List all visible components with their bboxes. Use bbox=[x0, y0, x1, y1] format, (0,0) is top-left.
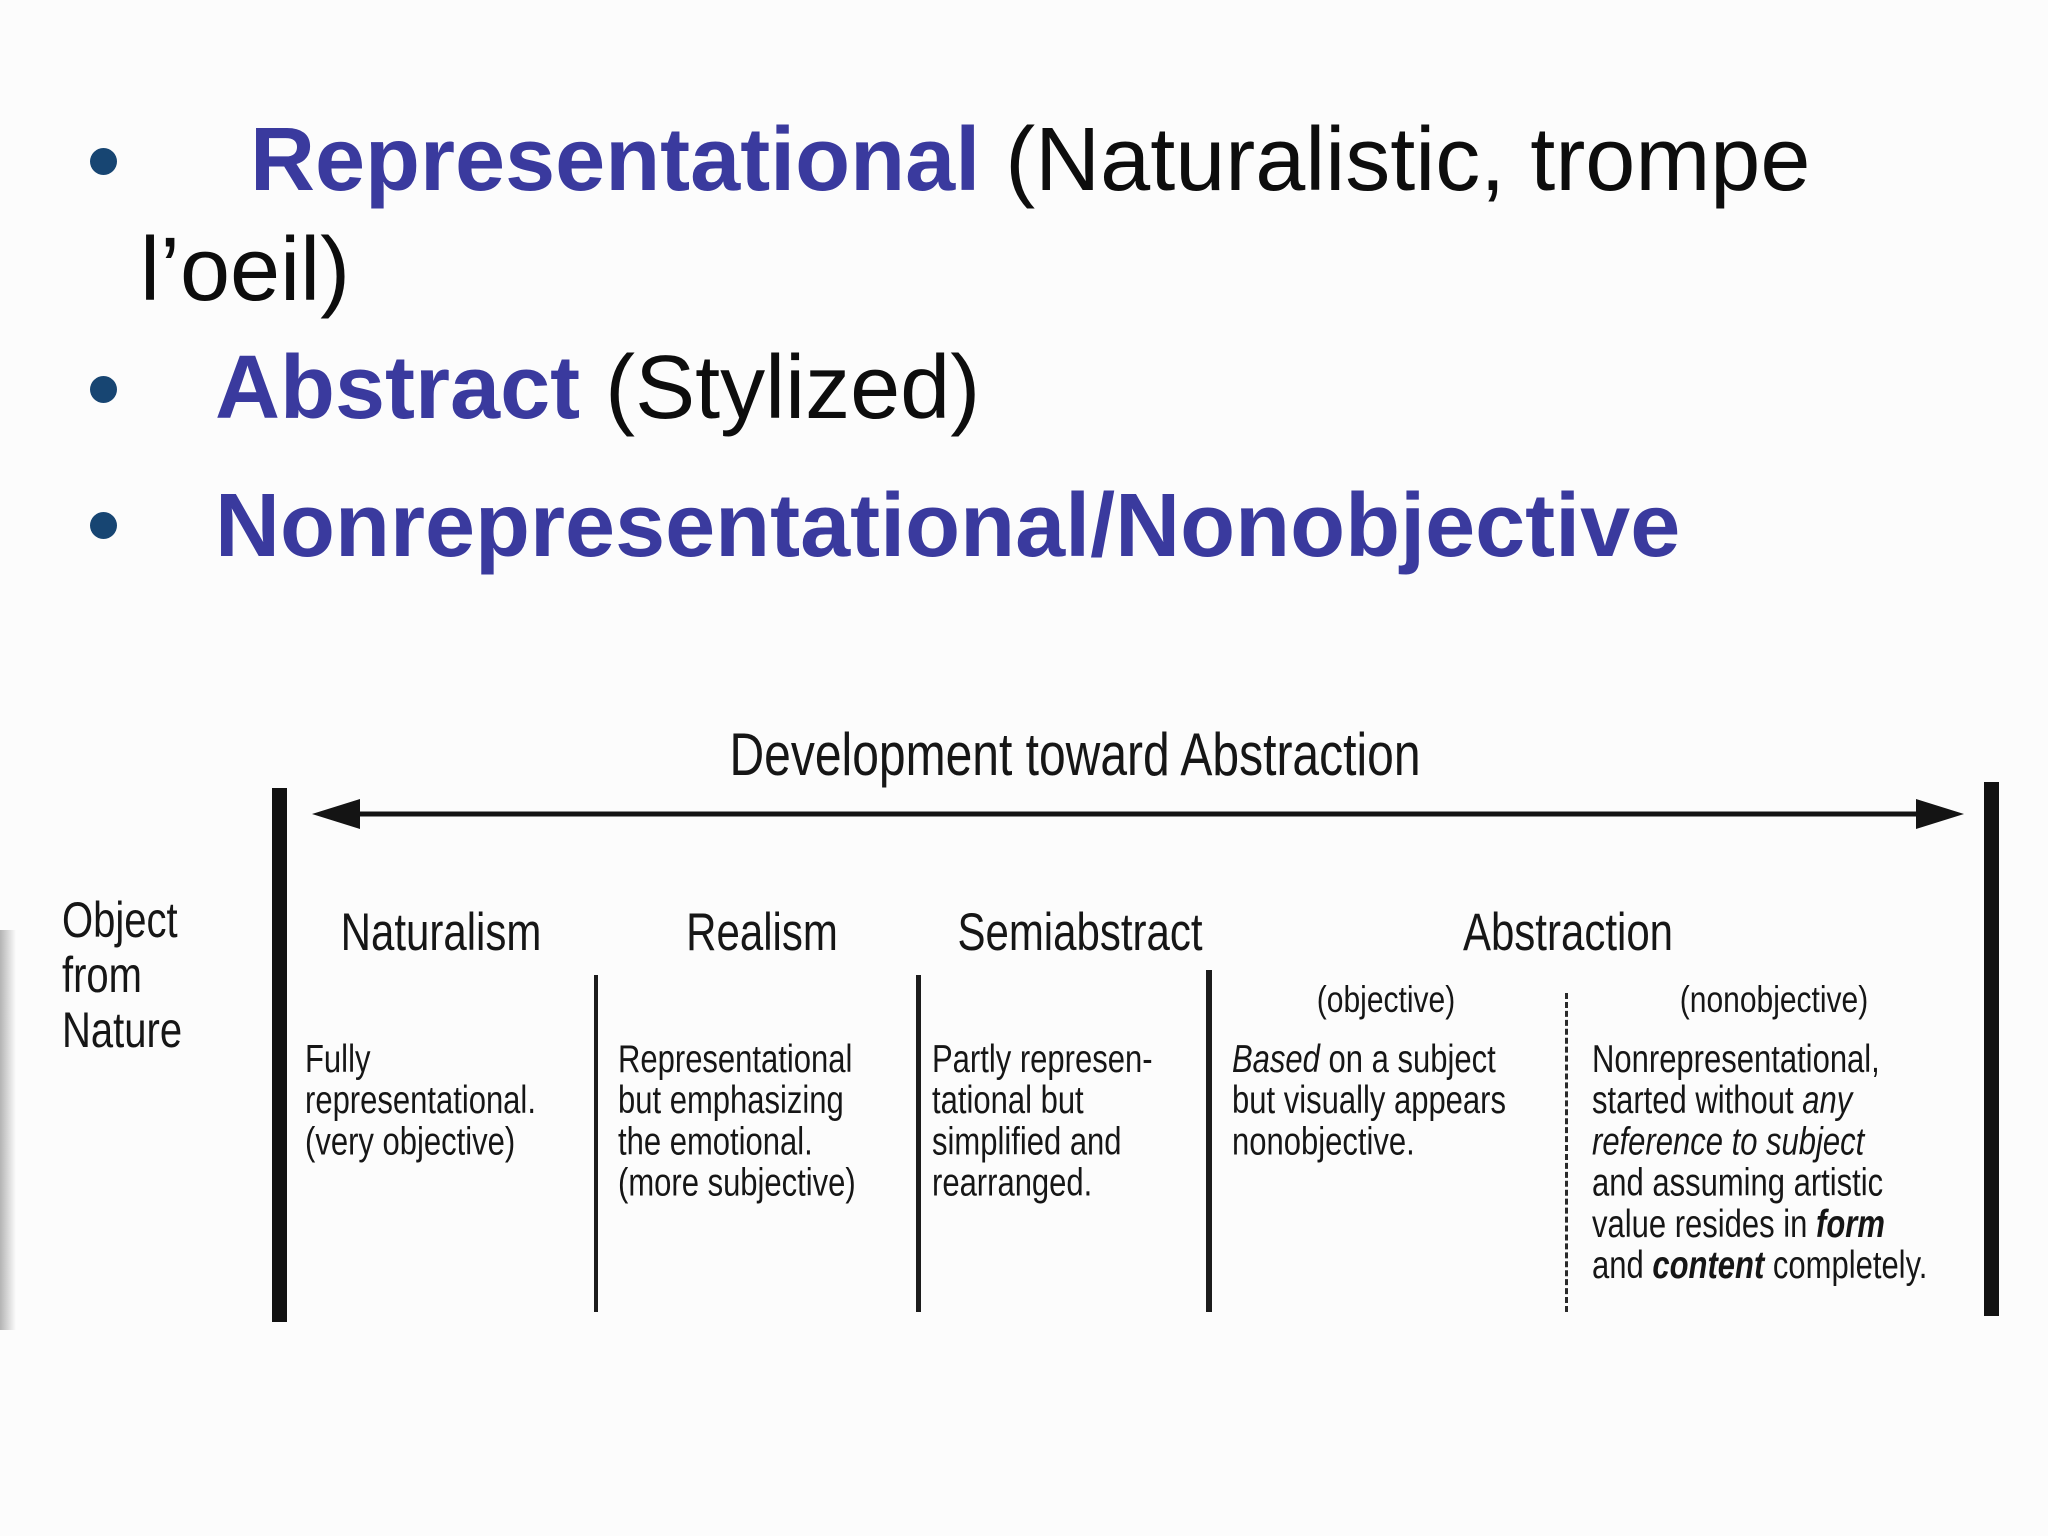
column-header-abstraction: Abstraction bbox=[1462, 902, 1674, 961]
subheader-objective: (objective) bbox=[1316, 979, 1456, 1021]
label-line: from bbox=[62, 948, 142, 1003]
bullet-text-wrap-loeil: l’oeil) bbox=[140, 220, 351, 320]
diagram-title: Development toward Abstraction bbox=[729, 722, 1421, 789]
column-header-semiabstract: Semiabstract bbox=[957, 902, 1203, 961]
bullet-dot bbox=[90, 376, 117, 403]
bullet-text-abstract: Abstract (Stylized) bbox=[215, 338, 981, 438]
arrow-head-left bbox=[312, 799, 360, 829]
object-from-nature-label: Object from Nature bbox=[62, 893, 182, 1058]
frame-bar-left bbox=[272, 788, 287, 1322]
column-divider-objective-nonobjective-dashed bbox=[1565, 993, 1568, 1312]
bullet-text-nonrepresentational: Nonrepresentational/Nonobjective bbox=[215, 476, 1681, 576]
label-line: Object bbox=[62, 893, 178, 948]
column-divider-naturalism-realism bbox=[594, 975, 598, 1312]
column-divider-realism-semiabstract bbox=[916, 975, 921, 1312]
column-header-realism: Realism bbox=[686, 902, 838, 961]
arrow-head-right bbox=[1916, 799, 1964, 829]
column-header-naturalism: Naturalism bbox=[340, 902, 542, 961]
scan-edge-artifact bbox=[0, 930, 16, 1330]
bullet-text-representational: Representational (Naturalistic, trompe bbox=[250, 110, 1811, 210]
frame-bar-right bbox=[1984, 782, 1999, 1316]
subheader-nonobjective: (nonobjective) bbox=[1679, 979, 1869, 1021]
development-arrow bbox=[312, 799, 1964, 829]
label-line: Nature bbox=[62, 1003, 183, 1058]
column-divider-semiabstract-abstraction bbox=[1206, 970, 1212, 1312]
bullet-dot bbox=[90, 148, 117, 175]
bullet-dot bbox=[90, 512, 117, 539]
